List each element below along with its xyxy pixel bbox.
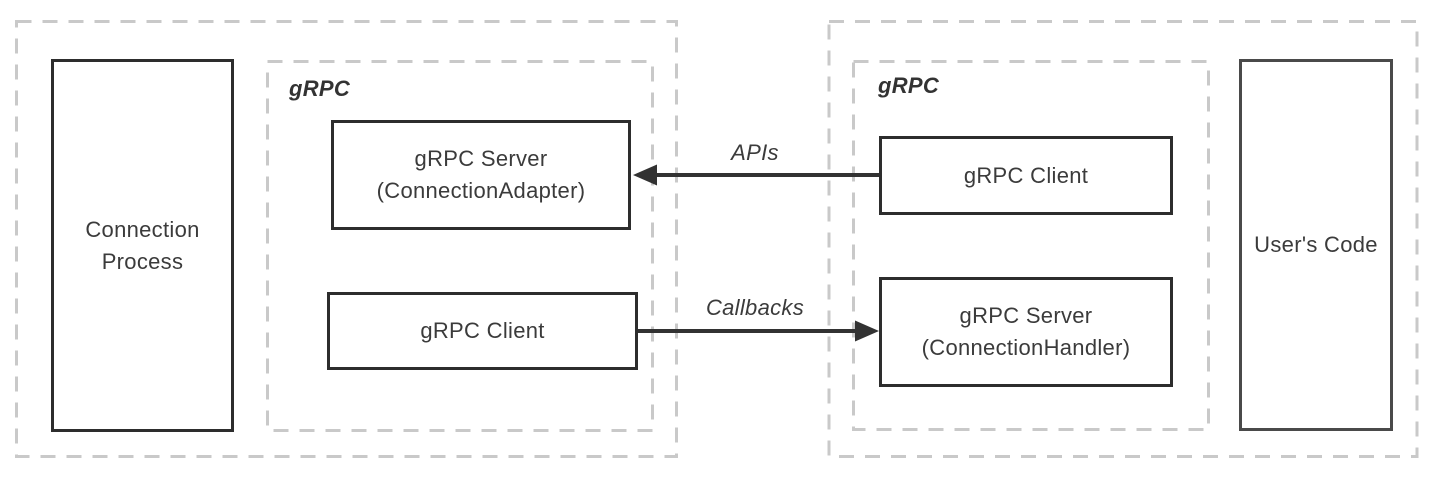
left-grpc-container-label: gRPC (289, 76, 351, 101)
left-grpc-client-box: gRPC Client (327, 292, 638, 370)
left-grpc-client-label: gRPC Client (420, 318, 545, 343)
server-adapter-line2: (ConnectionAdapter) (376, 178, 586, 203)
right-grpc-client-box: gRPC Client (879, 136, 1173, 215)
right-grpc-client-label: gRPC Client (963, 162, 1089, 188)
server-adapter-line1: gRPC Server (414, 146, 548, 171)
server-handler-line2: (ConnectionHandler) (921, 335, 1131, 360)
grpc-server-connection-adapter-box: gRPC Server (ConnectionAdapter) (331, 120, 631, 230)
right-grpc-container-label: gRPC (878, 73, 940, 98)
callbacks-arrow-label: Callbacks (705, 295, 805, 320)
apis-arrow (633, 164, 879, 186)
connection-process-box: Connection Process (51, 59, 234, 432)
users-code-box: User's Code (1239, 59, 1393, 431)
grpc-server-connection-handler-box: gRPC Server (ConnectionHandler) (879, 277, 1173, 387)
grpc-server-connection-handler-label: gRPC Server (ConnectionHandler) (922, 300, 1131, 364)
apis-arrowhead-icon (633, 164, 657, 186)
callbacks-arrow (638, 320, 879, 342)
users-code-label: User's Code (1254, 232, 1378, 257)
left-grpc-dashed-border (266, 60, 654, 432)
grpc-server-connection-adapter-label: gRPC Server (ConnectionAdapter) (377, 143, 586, 207)
server-handler-line1: gRPC Server (959, 303, 1093, 328)
apis-arrow-label: APIs (731, 140, 779, 165)
connection-process-label: Connection Process (85, 216, 200, 274)
callbacks-arrowhead-icon (855, 320, 879, 342)
